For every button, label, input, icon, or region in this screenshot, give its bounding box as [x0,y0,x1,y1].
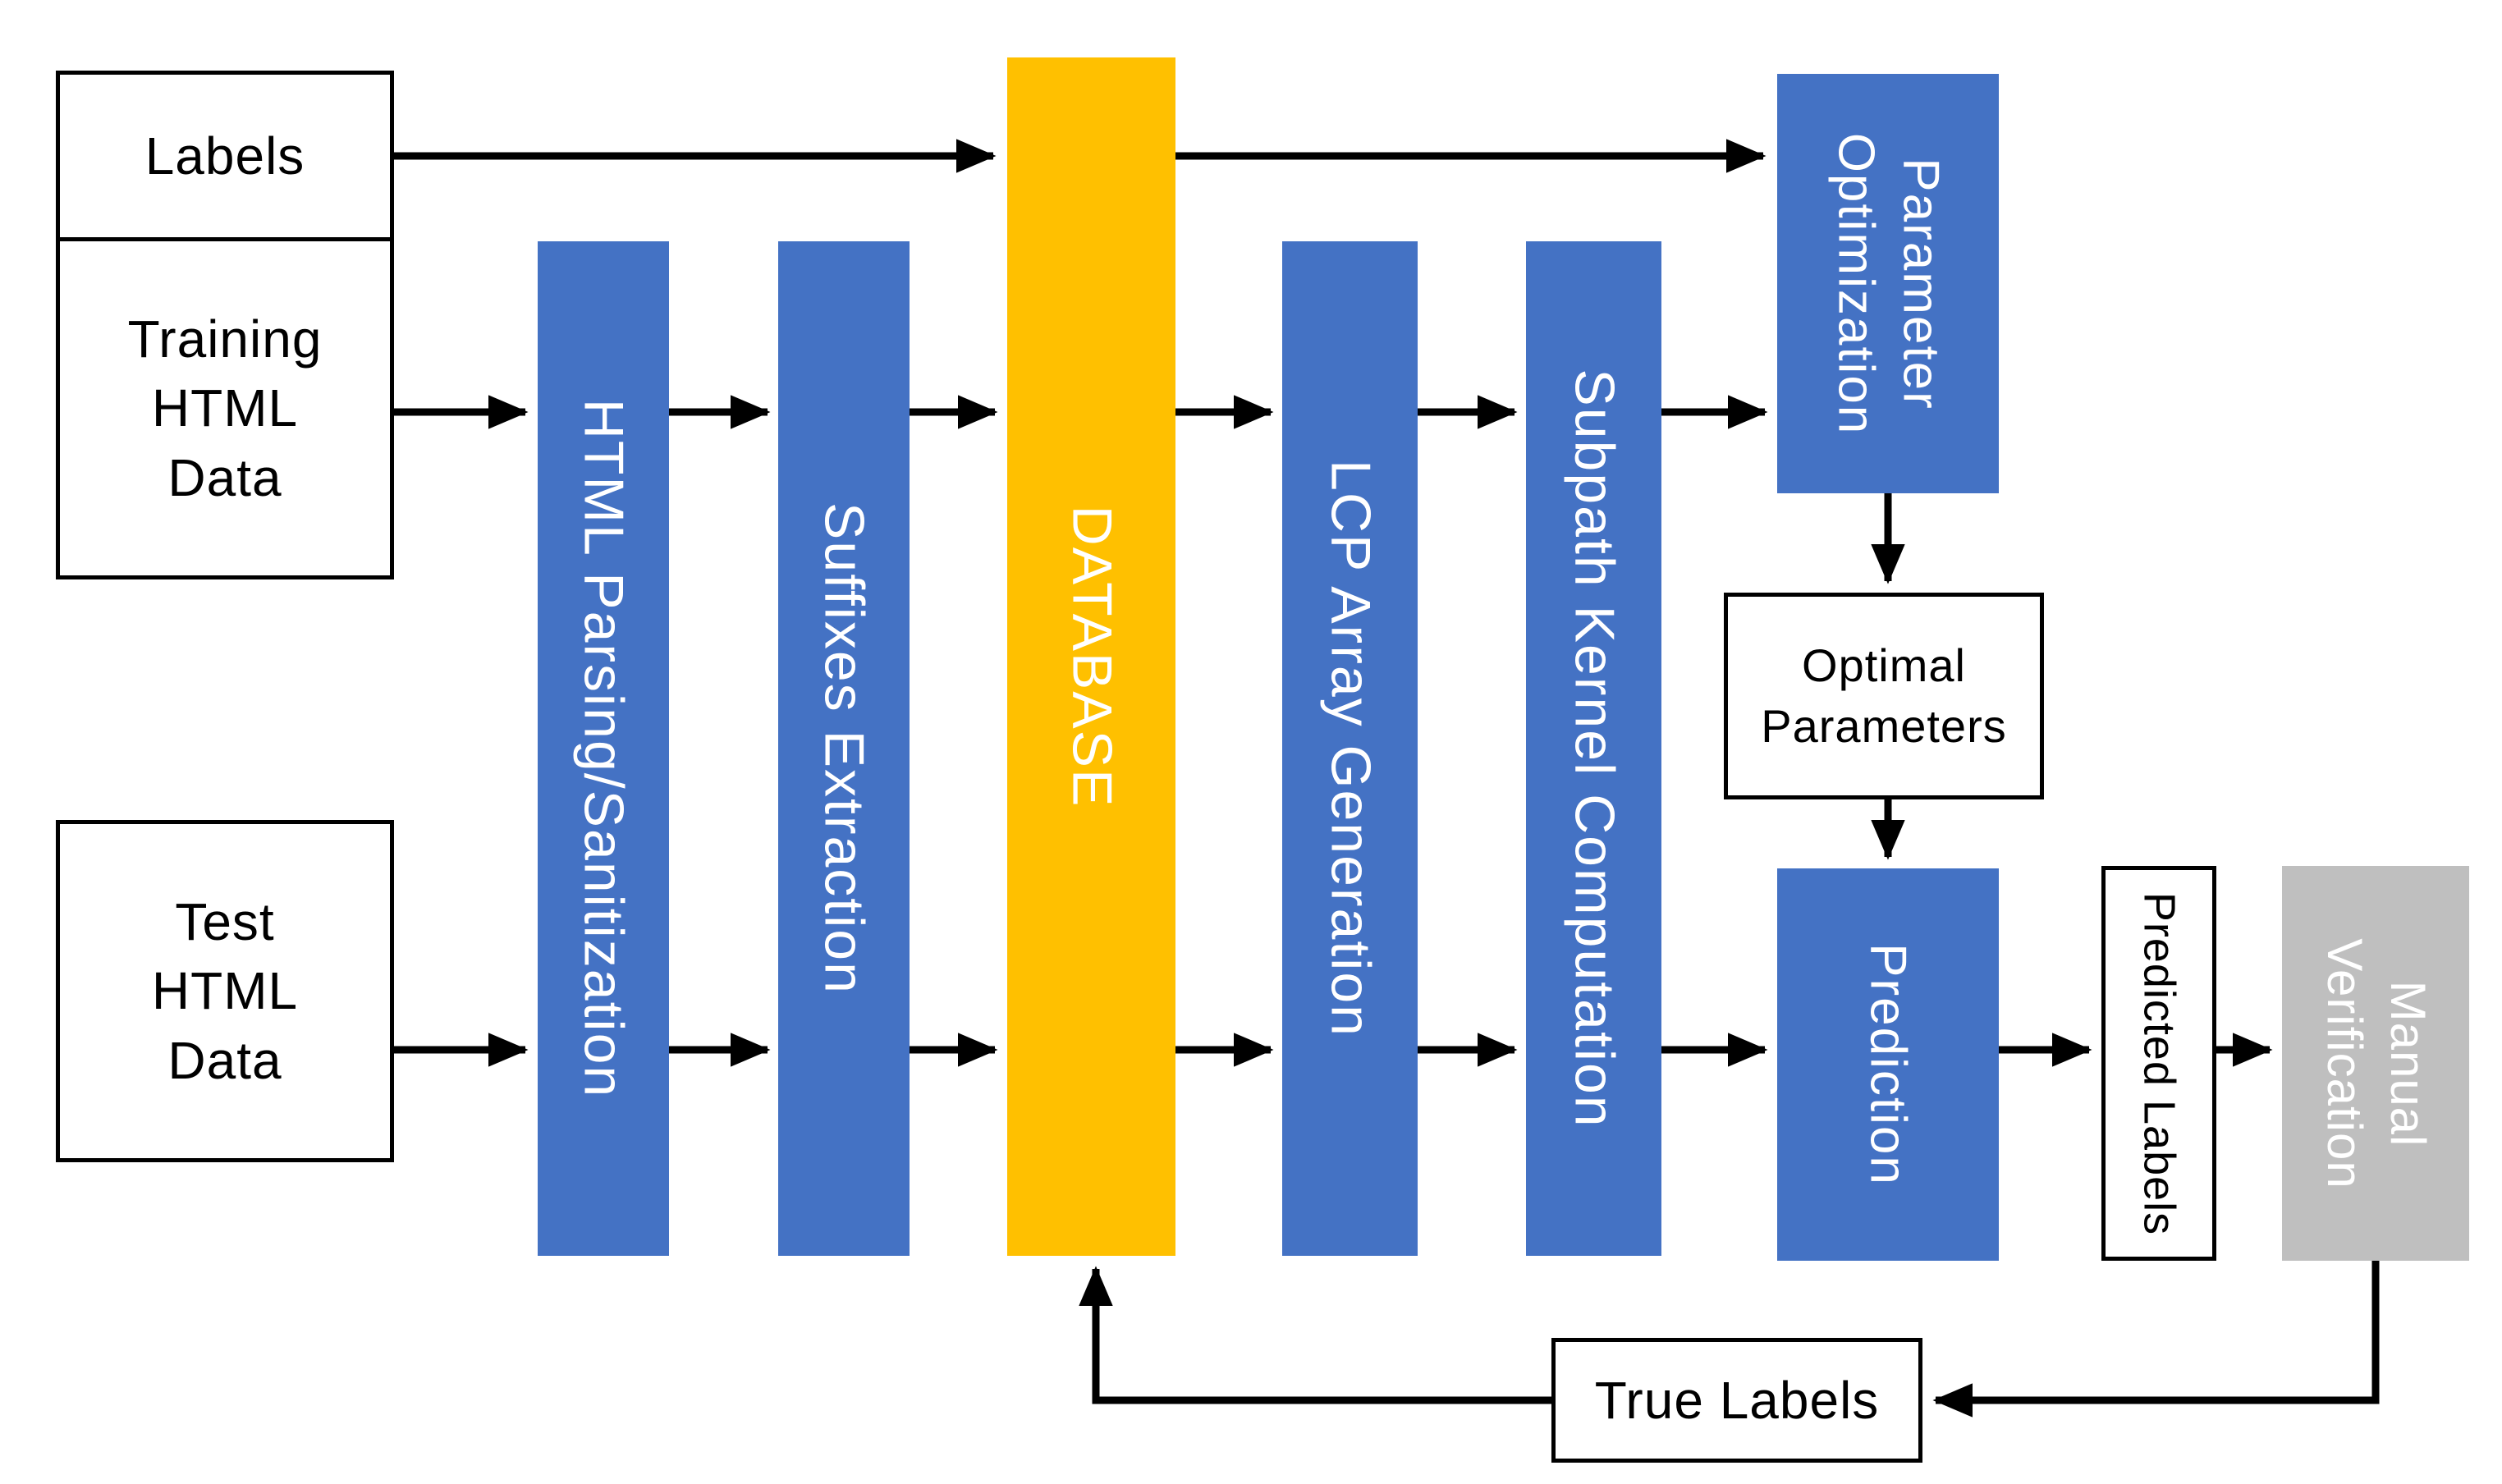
database-label: DATABASE [1061,505,1124,808]
html-parsing-label: HTML Parsing/Sanitization [572,398,635,1099]
subpath-kernel-computation-bar: Subpath Kernel Computation [1526,241,1661,1256]
database-bar: DATABASE [1007,57,1175,1256]
true-labels-label: True Labels [1594,1370,1880,1430]
lcp-array-generation-bar: LCP Array Generation [1282,241,1418,1256]
prediction-label: Prediction [1859,943,1917,1186]
manual-verification-box: Manual Verification [2282,866,2469,1261]
predicted-labels-label: Predicted Labels [2134,891,2184,1235]
training-html-data-box: Training HTML Data [56,237,394,579]
suffixes-extraction-label: Suffixes Extraction [813,502,876,995]
prediction-box: Prediction [1777,868,1999,1261]
arrow-true-labels-to-database [1079,1266,1551,1404]
lcp-array-generation-label: LCP Array Generation [1319,460,1382,1037]
parameter-optimization-box: Parameter Optimization [1777,74,1999,493]
true-labels-box: True Labels [1551,1338,1922,1463]
labels-box: Labels [56,71,394,241]
test-html-data-label: Test HTML Data [151,891,299,1090]
optimal-parameters-box: Optimal Parameters [1724,593,2044,799]
suffixes-extraction-bar: Suffixes Extraction [778,241,910,1256]
predicted-labels-box: Predicted Labels [2101,866,2216,1261]
labels-box-label: Labels [144,126,305,186]
subpath-kernel-computation-label: Subpath Kernel Computation [1563,369,1626,1129]
training-html-data-label: Training HTML Data [127,309,323,507]
manual-verification-label: Manual Verification [2317,937,2436,1189]
parameter-optimization-label: Parameter Optimization [1827,132,1950,435]
optimal-parameters-label: Optimal Parameters [1761,639,2007,752]
test-html-data-box: Test HTML Data [56,820,394,1162]
html-parsing-bar: HTML Parsing/Sanitization [538,241,669,1256]
arrow-manual-verification-to-true-labels [1932,1261,2380,1418]
